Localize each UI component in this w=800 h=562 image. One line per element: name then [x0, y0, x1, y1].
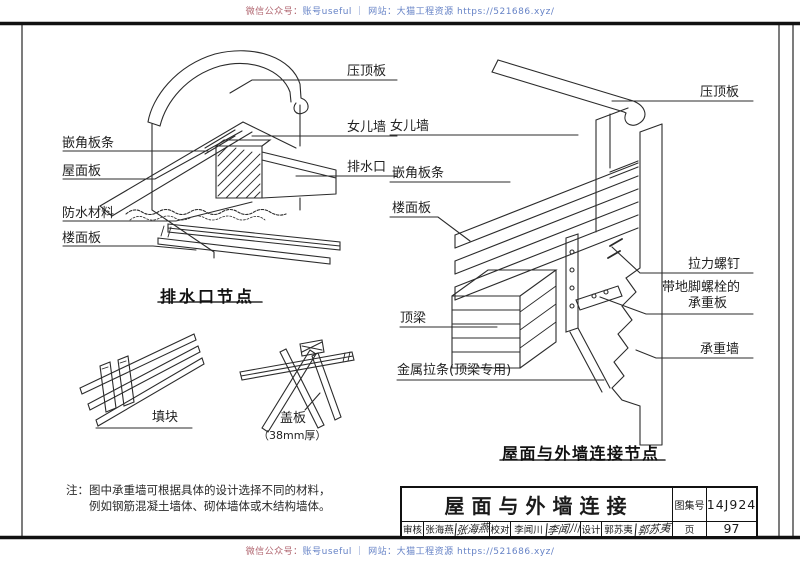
designer-signature: 郭苏夷 — [634, 519, 673, 538]
label-left-drain: 排水口 — [347, 160, 387, 175]
watermark-bottom-red: 微信公众号： — [245, 547, 303, 557]
reviewer-name: 张海燕 — [423, 521, 455, 536]
label-block: 填块 — [152, 410, 179, 425]
reviewer-label: 审核 — [402, 524, 422, 536]
page-number: 97 — [706, 521, 756, 536]
designer-label: 设计 — [580, 521, 601, 536]
label-cover-board: 盖板 — [280, 411, 307, 426]
atlas-number-label: 图集号 — [672, 488, 706, 521]
label-right-metal-tie: 金属拉条(顶梁专用) — [397, 363, 512, 378]
reviewer-signature: 张海燕 — [454, 519, 490, 538]
label-right-bearing-plate-line2: 承重板 — [688, 296, 728, 311]
right-detail-drawing — [451, 59, 663, 446]
checker-label: 校对 — [489, 521, 510, 536]
watermark-top-red: 微信公众号： — [245, 7, 303, 17]
title-block-bottom-row: 审核 张海燕 张海燕 校对 李闻川 李闻川 设计 郭苏夷 郭苏夷 页 97 — [402, 519, 756, 538]
sheet-title: 屋面与外墙连接 — [444, 493, 634, 518]
page-label: 页 — [672, 521, 706, 536]
label-left-waterproof: 防水材料 — [62, 206, 115, 221]
watermark-bottom: 微信公众号：账号useful ｜ 网站：大猫工程资源 https://52168… — [0, 544, 800, 557]
watermark-bottom-blue: 账号useful ｜ 网站：大猫工程资源 https://521686.xyz/ — [302, 547, 555, 557]
label-right-tension-screw: 拉力螺钉 — [688, 257, 741, 272]
label-right-top-beam: 顶梁 — [400, 311, 427, 326]
label-left-parapet: 女儿墙 — [347, 120, 387, 135]
title-block: 屋面与外墙连接 图集号 14J924 审核 张海燕 张海燕 校对 李闻川 李闻川… — [400, 486, 758, 538]
label-left-cant-strip: 嵌角板条 — [62, 136, 115, 151]
label-right-bearing-wall: 承重墙 — [700, 342, 740, 357]
left-detail-drawing — [99, 50, 341, 265]
label-left-roof-board: 屋面板 — [62, 164, 102, 179]
watermark-top-blue: 账号useful ｜ 网站：大猫工程资源 https://521686.xyz/ — [302, 7, 555, 17]
left-detail-leaders — [62, 79, 398, 303]
note-line-1: 注：图中承重墙可根据具体的设计选择不同的材料， — [66, 483, 331, 497]
designer-name: 郭苏夷 — [601, 521, 635, 536]
watermark-top: 微信公众号：账号useful ｜ 网站：大猫工程资源 https://52168… — [0, 4, 800, 17]
checker-name: 李闻川 — [510, 521, 546, 536]
checker-signature: 李闻川 — [545, 519, 581, 538]
note-line-2: 例如钢筋混凝土墙体、砌体墙体或木结构墙体。 — [89, 499, 331, 513]
label-cover-board-note: （38mm厚） — [258, 429, 327, 442]
label-right-floor-board: 楼面板 — [392, 201, 432, 216]
label-right-coping: 压顶板 — [700, 85, 740, 100]
atlas-number: 14J924 — [706, 488, 756, 521]
title-block-top-row: 屋面与外墙连接 图集号 14J924 — [402, 488, 756, 522]
label-left-coping: 压顶板 — [347, 64, 387, 79]
left-detail-title: 排水口节点 — [160, 287, 256, 306]
label-right-bearing-plate-line1: 带地脚螺栓的 — [662, 280, 741, 295]
blocking-detail-drawing — [79, 333, 205, 429]
label-right-parapet: 女儿墙 — [390, 119, 430, 134]
label-left-floor-board: 楼面板 — [62, 231, 102, 246]
right-detail-title: 屋面与外墙连接节点 — [502, 444, 660, 463]
label-right-cant-strip: 嵌角板条 — [392, 166, 445, 181]
